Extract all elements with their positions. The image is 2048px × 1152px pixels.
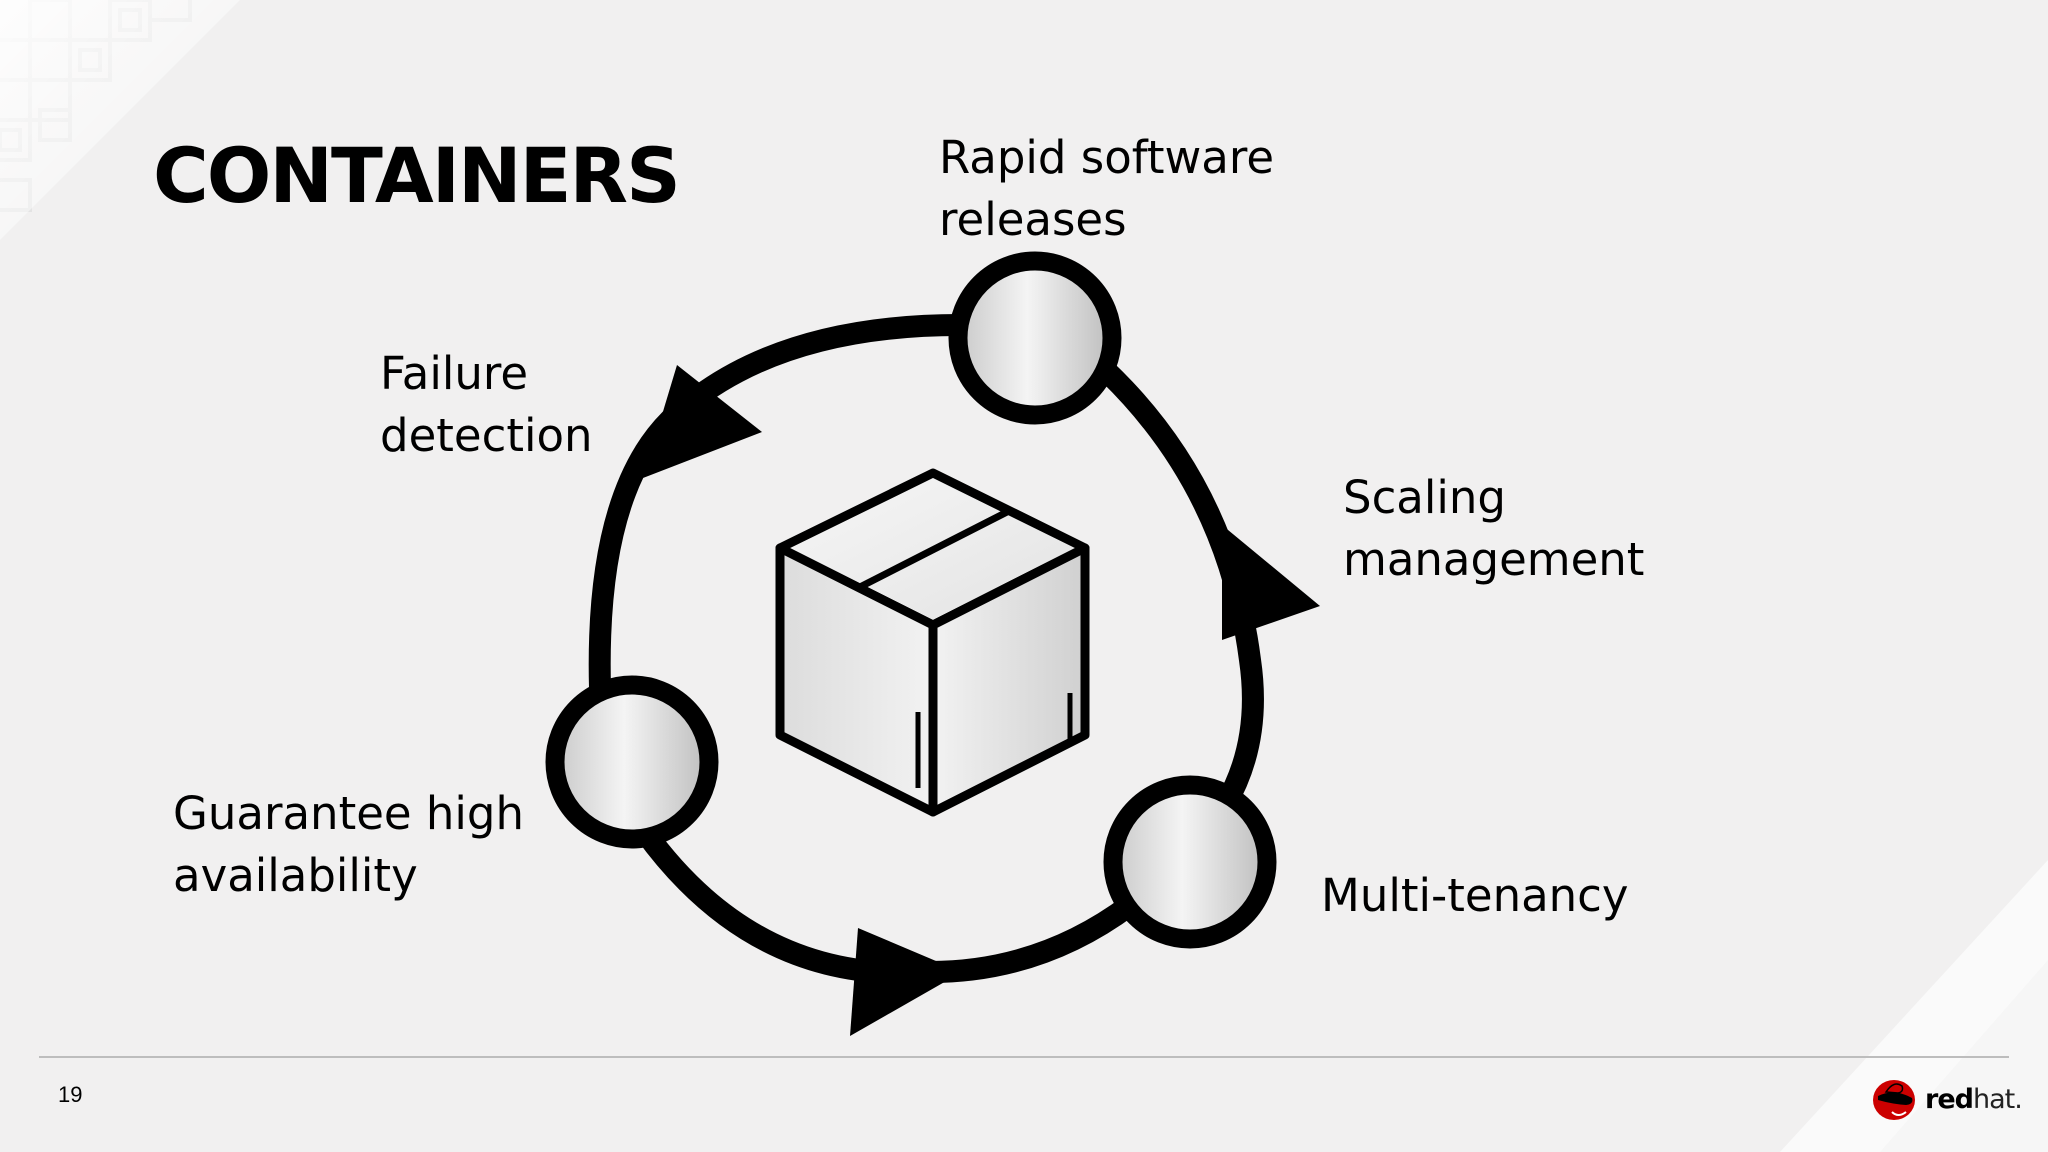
cycle-node-left: [545, 675, 719, 849]
label-line: Guarantee high: [173, 787, 524, 840]
label-failure-detection: Failure detection: [380, 343, 593, 467]
label-line: detection: [380, 409, 593, 462]
arrow-head-failure: [643, 365, 762, 478]
label-multi-tenancy: Multi-tenancy: [1321, 865, 1629, 927]
label-line: Rapid software: [939, 131, 1275, 184]
wordmark-light: hat.: [1972, 1084, 2023, 1115]
footer-divider: [39, 1056, 2009, 1058]
label-line: Failure: [380, 347, 529, 400]
page-title: CONTAINERS: [153, 131, 681, 220]
box-icon: [775, 468, 1090, 817]
label-line: releases: [939, 193, 1127, 246]
label-line: availability: [173, 849, 418, 902]
cycle-node-top: [948, 251, 1122, 425]
label-line: Scaling: [1343, 471, 1506, 524]
arrow-head-bottom: [850, 928, 962, 1036]
redhat-shadowman-icon: [1873, 1080, 1915, 1120]
label-line: management: [1343, 533, 1645, 586]
cycle-node-right: [1103, 775, 1277, 949]
redhat-wordmark: redhat.: [1925, 1084, 2023, 1115]
label-line: Multi-tenancy: [1321, 869, 1629, 922]
page-number: 19: [58, 1082, 83, 1107]
arrow-head-scaling: [1222, 525, 1320, 640]
label-rapid-software-releases: Rapid software releases: [939, 127, 1274, 251]
wordmark-bold: red: [1925, 1084, 1974, 1115]
label-scaling-management: Scaling management: [1343, 467, 1644, 591]
label-guarantee-high-availability: Guarantee high availability: [173, 783, 524, 907]
